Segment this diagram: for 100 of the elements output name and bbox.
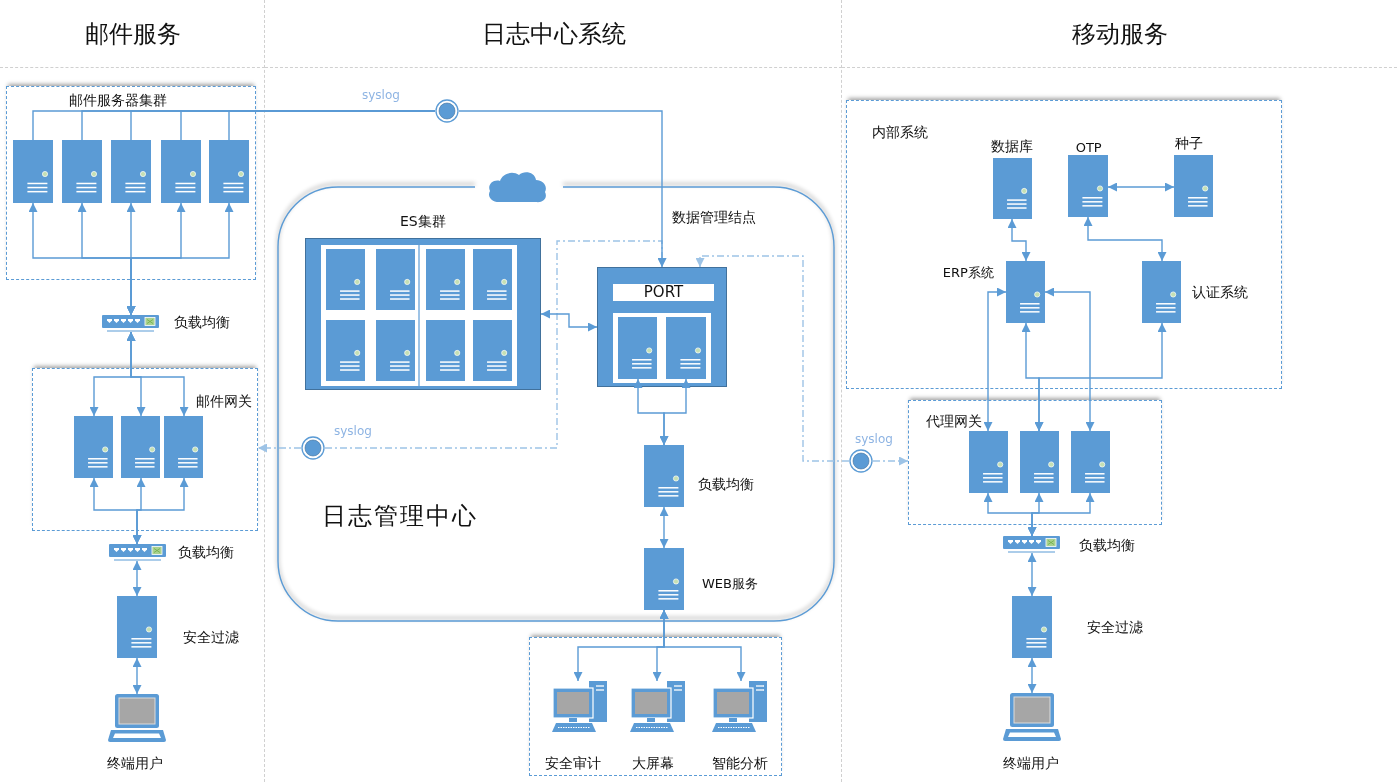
swimlane [265, 0, 842, 782]
server-icon [73, 415, 113, 478]
ring-dot-icon [435, 99, 459, 123]
device-label: 负载均衡 [174, 314, 230, 331]
dashed-group-frame [846, 100, 1282, 389]
device-label: 负载均衡 [1079, 537, 1135, 554]
arrow [540, 309, 598, 332]
arrow [1044, 287, 1095, 432]
dashed-arrow [872, 456, 909, 466]
server-icon [61, 139, 102, 203]
connector-line [228, 110, 436, 141]
device-label: 大屏幕 [631, 754, 674, 772]
server-icon [110, 139, 151, 203]
device-label: WEB服务 [702, 576, 758, 592]
dashed-arrow [695, 255, 850, 462]
server-icon [1141, 260, 1181, 323]
region-title: 日志管理中心 [322, 502, 478, 531]
group-title: 内部系统 [872, 124, 928, 141]
group-title: 邮件服务器集群 [69, 92, 167, 109]
port-box [597, 267, 727, 387]
arrow [132, 477, 189, 545]
server-icon [160, 139, 201, 203]
device-label: 智能分析 [711, 754, 768, 772]
arrow [132, 657, 142, 695]
arrow [132, 560, 142, 597]
server-rack-box [305, 238, 541, 390]
server-icon [618, 317, 657, 379]
lane-heading: 移动服务 [1071, 20, 1168, 49]
server-icon [1005, 260, 1045, 323]
dashed-arrow [257, 443, 302, 453]
arrow [126, 331, 189, 417]
arrow [458, 110, 667, 268]
server-icon [473, 249, 512, 310]
arrow [659, 506, 669, 549]
server-icon [120, 415, 160, 478]
dashed-group-frame [6, 86, 256, 280]
device-label: 负载均衡 [698, 476, 754, 493]
desktop-computer-icon [551, 680, 608, 732]
network-switch-icon [1003, 536, 1060, 553]
group-title: 代理网关 [926, 413, 982, 430]
arrow [1007, 218, 1031, 262]
server-icon [376, 249, 415, 310]
server-icon [208, 139, 249, 203]
arrow [983, 287, 1007, 432]
arrow [126, 202, 234, 316]
laptop-icon [1003, 693, 1061, 741]
server-icon [426, 320, 465, 381]
lane-heading: 日志中心系统 [481, 20, 626, 49]
ring-dot-icon [849, 449, 873, 473]
ring-dot-icon [301, 436, 325, 460]
swimlane [0, 0, 265, 782]
server-icon [117, 596, 157, 658]
dashed-group-frame [529, 637, 782, 776]
dashed-group-frame [32, 368, 258, 531]
server-icon [1019, 430, 1059, 493]
arrow [1107, 182, 1175, 192]
arrow [659, 609, 746, 682]
server-icon [968, 430, 1008, 493]
server-icon [1070, 430, 1110, 493]
server-icon [644, 445, 684, 507]
arrow [1027, 552, 1037, 597]
server-icon [666, 317, 706, 379]
device-label: 数据管理结点 [672, 209, 756, 226]
arrow [659, 378, 691, 446]
device-label: 安全过滤 [1087, 619, 1143, 636]
flow-label: syslog [334, 424, 372, 439]
flow-label: syslog [362, 88, 400, 103]
desktop-computer-icon [629, 680, 686, 732]
desktop-computer-icon [711, 680, 768, 732]
network-switch-icon [102, 315, 159, 332]
server-icon [1067, 154, 1108, 217]
device-label: 认证系统 [1191, 283, 1248, 301]
device-label: 终端用户 [107, 755, 163, 772]
server-icon [1173, 154, 1213, 217]
device-label: 负载均衡 [178, 544, 234, 561]
dashed-group-frame [908, 400, 1162, 525]
device-label: 安全过滤 [183, 629, 239, 646]
rounded-region-frame [277, 186, 835, 622]
laptop-icon [108, 694, 166, 742]
server-icon [992, 157, 1032, 219]
lane-heading: 邮件服务 [84, 20, 181, 49]
server-icon [1012, 596, 1052, 658]
device-label: 数据库 [990, 137, 1033, 155]
server-icon [376, 320, 415, 381]
flow-label: syslog [855, 432, 893, 447]
group-title: 邮件网关 [196, 393, 252, 410]
port-label: PORT [613, 284, 714, 301]
device-label: 安全审计 [544, 754, 601, 772]
arrow [1027, 492, 1095, 537]
arrow [1083, 216, 1167, 262]
arrow [1034, 322, 1167, 432]
server-icon [163, 415, 203, 478]
server-icon [326, 320, 365, 381]
device-label: 种子 [1174, 134, 1203, 152]
server-icon [326, 249, 365, 310]
device-label: ERP系统 [942, 264, 994, 281]
device-label: ES集群 [400, 213, 446, 230]
server-icon [473, 320, 512, 381]
device-label: 终端用户 [1003, 755, 1059, 772]
arrow [1027, 657, 1037, 694]
